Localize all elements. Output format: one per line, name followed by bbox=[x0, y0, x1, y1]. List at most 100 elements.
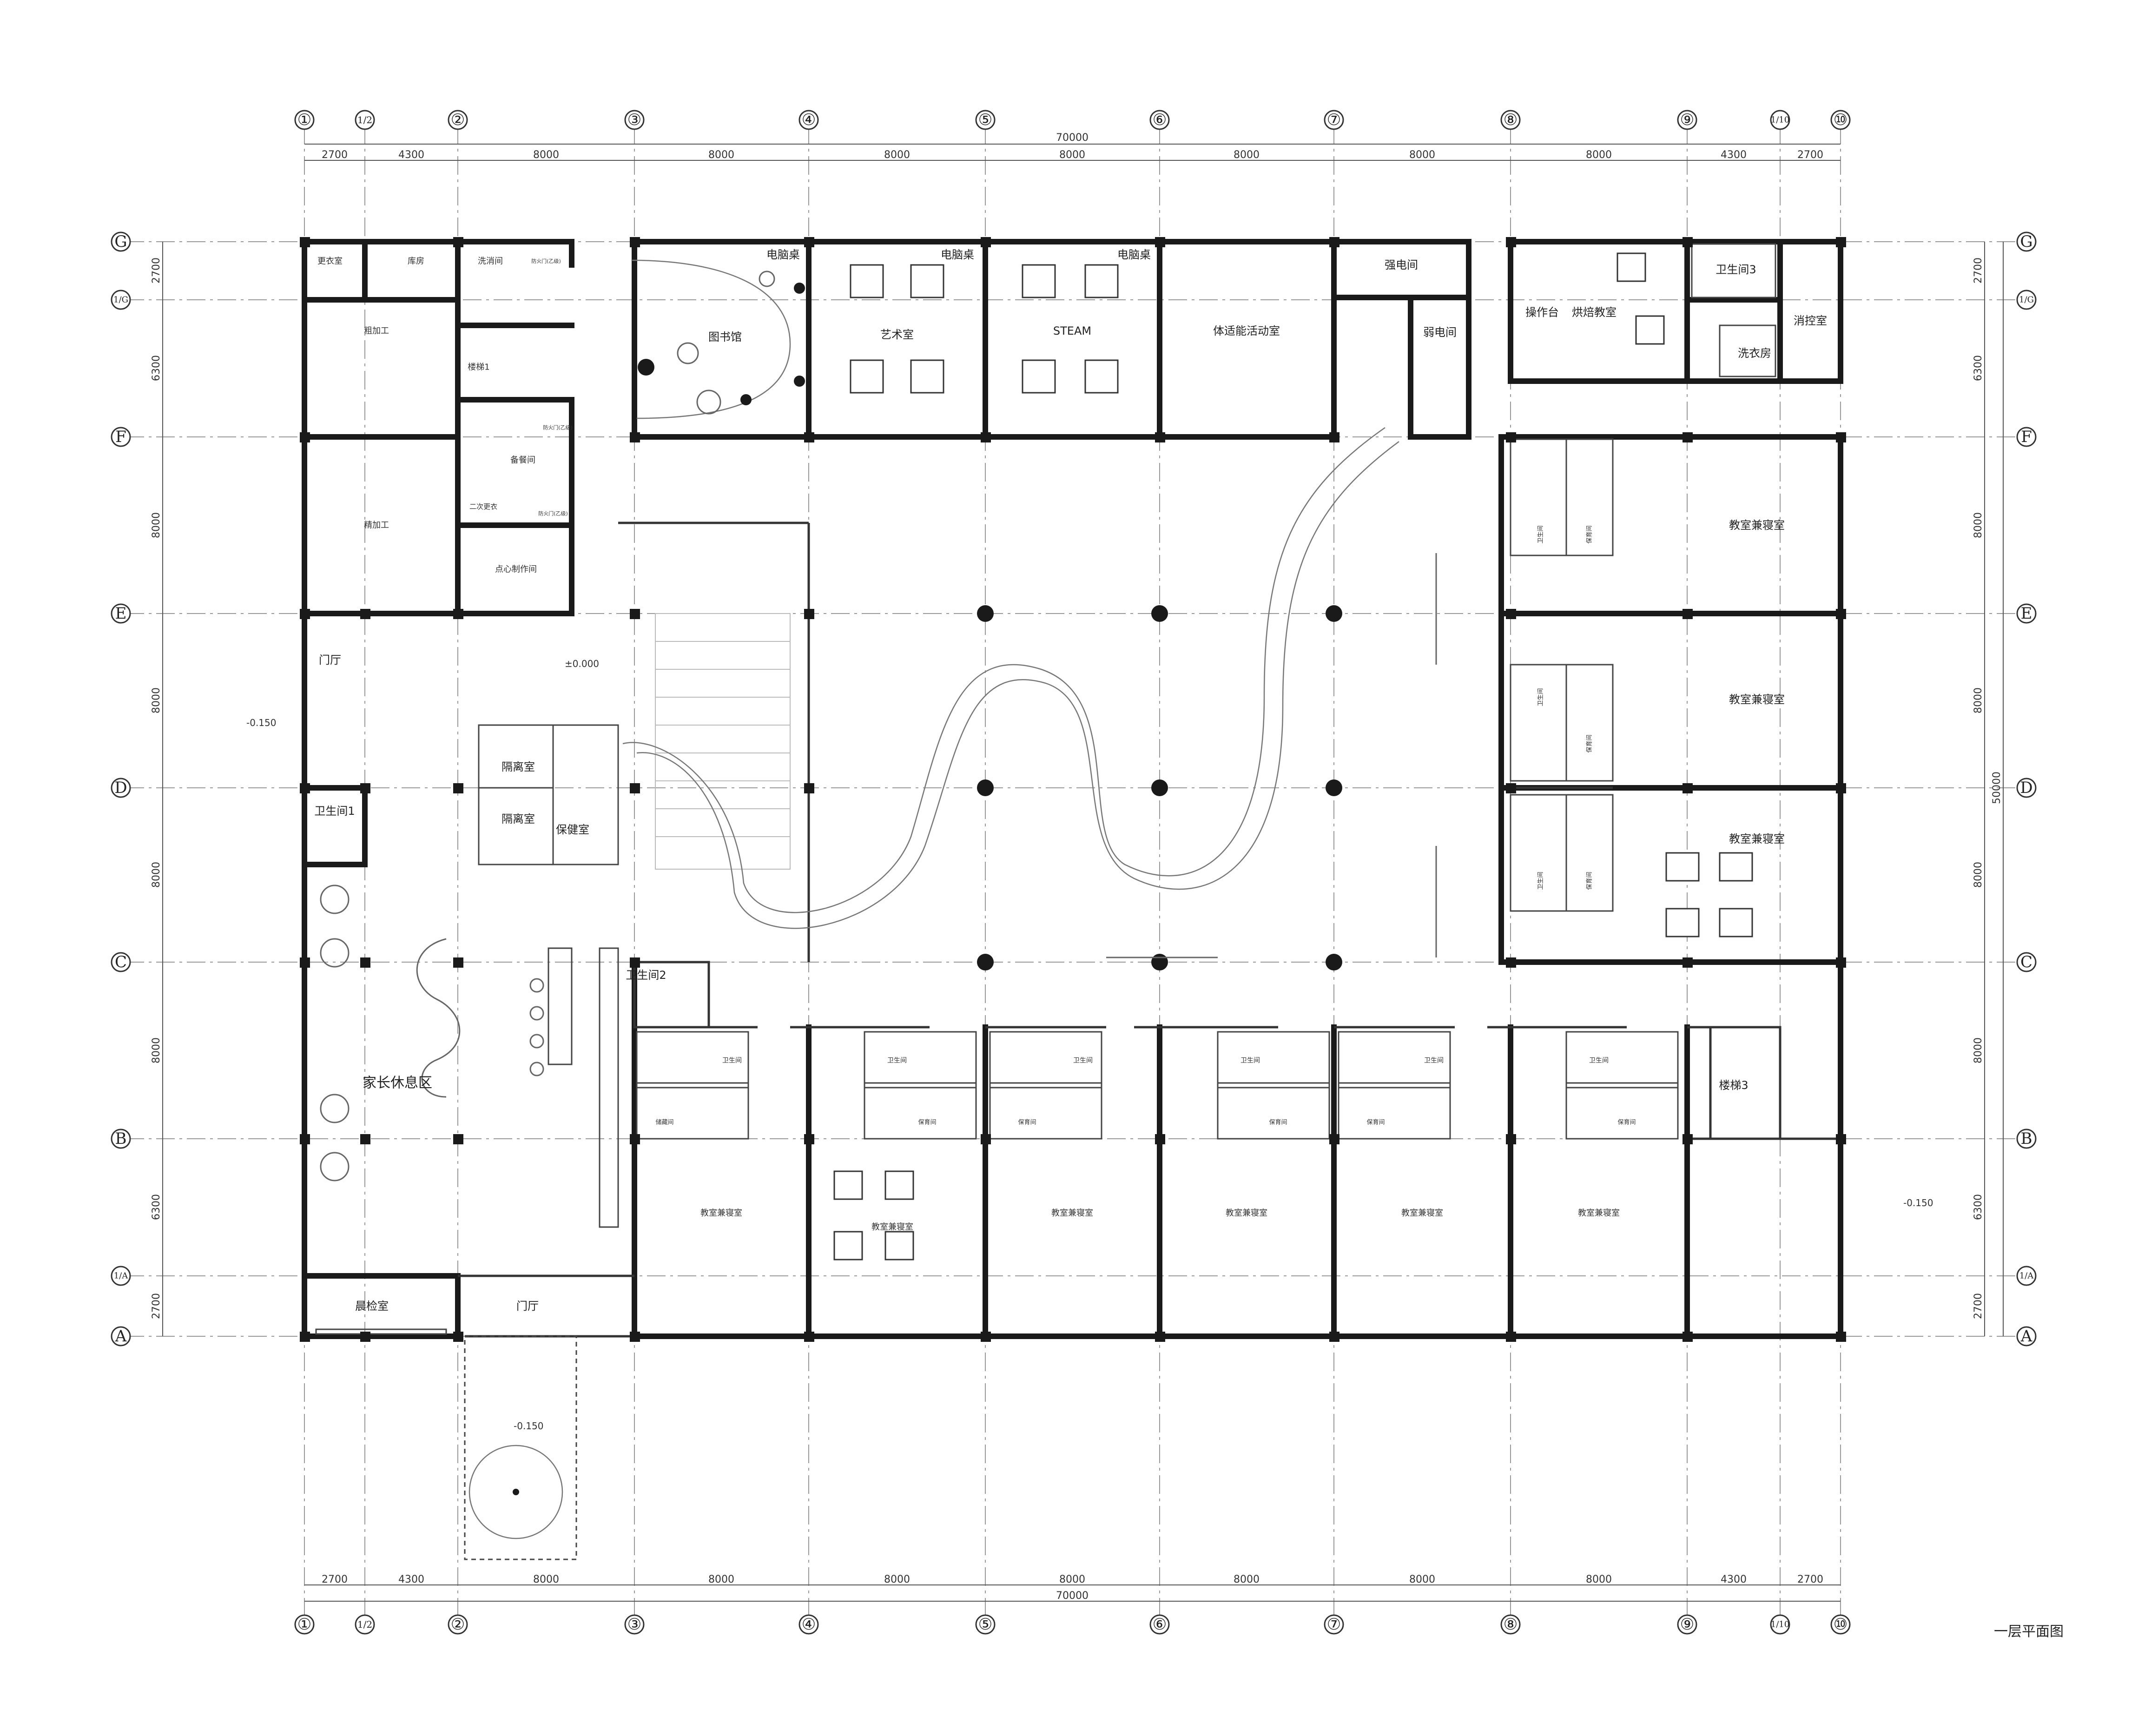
room-isolation: 隔离室 bbox=[501, 760, 535, 773]
axis-label: ⑩ bbox=[1834, 1615, 1847, 1634]
axis-label: 1/A bbox=[114, 1271, 129, 1281]
room-classroom: 教室兼寝室 bbox=[1729, 693, 1785, 706]
axis-label: ① bbox=[297, 1615, 311, 1634]
room-classroom: 教室兼寝室 bbox=[1729, 832, 1785, 845]
right-dim: 6300 bbox=[1973, 355, 1984, 381]
room-toilet: 卫生间 bbox=[1424, 1057, 1444, 1064]
level-west: -0.150 bbox=[246, 717, 276, 728]
axis-label: ⑤ bbox=[978, 111, 992, 129]
axis-label: ⑨ bbox=[1680, 111, 1694, 129]
room-nursery: 保育间 bbox=[1586, 525, 1593, 543]
room-prep: 备餐间 bbox=[510, 455, 535, 465]
room-computer: 电脑桌 bbox=[766, 248, 800, 261]
top-dim: 8000 bbox=[1409, 149, 1435, 161]
axis-label: 1/2 bbox=[357, 1619, 372, 1630]
bottom-dim: 4300 bbox=[398, 1574, 424, 1585]
room-morning-check: 晨检室 bbox=[355, 1300, 389, 1313]
room-operation: 操作台 bbox=[1525, 306, 1559, 319]
window-grids bbox=[833, 252, 1753, 1261]
axis-label: F bbox=[115, 428, 126, 446]
bottom-dim: 8000 bbox=[884, 1574, 910, 1585]
level-hall: ±0.000 bbox=[565, 658, 599, 669]
door-note: 防火门(乙级) bbox=[543, 424, 573, 431]
right-dim: 2700 bbox=[1973, 257, 1984, 284]
seating-hatch bbox=[655, 613, 791, 870]
top-dim: 4300 bbox=[398, 149, 424, 161]
left-dim: 2700 bbox=[151, 257, 162, 284]
left-dim: 8000 bbox=[151, 687, 162, 713]
axis-label: ⑦ bbox=[1327, 1615, 1341, 1634]
axis-bubbles-right: G 1/G F E D C B 1/A A bbox=[2016, 231, 2037, 1347]
room-fire-control: 消控室 bbox=[1794, 314, 1827, 327]
walls bbox=[302, 239, 1843, 1339]
top-dim: 8000 bbox=[1059, 149, 1085, 161]
room-toilet: 卫生间 bbox=[887, 1057, 907, 1064]
room-classroom: 教室兼寝室 bbox=[1051, 1208, 1093, 1218]
axis-label: ⑤ bbox=[978, 1615, 992, 1634]
axis-label: G bbox=[2020, 232, 2032, 251]
axis-bubbles-bottom: ① 1/2 ② ③ ④ ⑤ ⑥ ⑦ ⑧ ⑨ 1/10 ⑩ bbox=[294, 1614, 1851, 1635]
bottom-dim: 2700 bbox=[322, 1574, 348, 1585]
room-library: 图书馆 bbox=[708, 330, 742, 343]
library-furniture bbox=[638, 271, 805, 415]
right-dim: 8000 bbox=[1973, 512, 1984, 538]
axis-label: 1/10 bbox=[1771, 115, 1789, 125]
axis-label: ④ bbox=[802, 111, 816, 129]
axis-label: ⑥ bbox=[1153, 1615, 1167, 1634]
left-dim: 6300 bbox=[151, 355, 162, 381]
room-isolation: 隔离室 bbox=[501, 812, 535, 825]
room-toilet: 卫生间 bbox=[1589, 1057, 1609, 1064]
room-steam: STEAM bbox=[1053, 324, 1091, 337]
axis-label: ④ bbox=[802, 1615, 816, 1634]
room-toilet: 卫生间 bbox=[1537, 871, 1544, 890]
top-dim: 8000 bbox=[708, 149, 734, 161]
room-rough-process: 粗加工 bbox=[364, 326, 389, 336]
left-dim: 6300 bbox=[151, 1194, 162, 1220]
axis-label: 1/A bbox=[2019, 1271, 2034, 1281]
top-dim: 8000 bbox=[1586, 149, 1612, 161]
room-health: 保健室 bbox=[556, 823, 589, 836]
axis-bubbles-top: ① 1/2 ② ③ ④ ⑤ ⑥ ⑦ ⑧ ⑨ 1/10 ⑩ bbox=[294, 110, 1851, 130]
axis-label: ② bbox=[451, 111, 465, 129]
right-dim: 8000 bbox=[1973, 1037, 1984, 1063]
axis-label: E bbox=[115, 604, 127, 623]
axis-bubbles-left: G 1/G F E D C B 1/A A bbox=[111, 231, 131, 1347]
room-art: 艺术室 bbox=[880, 328, 914, 341]
axis-label: 1/2 bbox=[357, 114, 372, 125]
level-east: -0.150 bbox=[1903, 1197, 1933, 1208]
dimension-lines bbox=[162, 144, 2004, 1602]
room-washing: 洗消间 bbox=[478, 257, 503, 266]
room-nursery: 保育间 bbox=[1617, 1119, 1636, 1126]
axis-label: A bbox=[115, 1327, 127, 1346]
left-dim: 8000 bbox=[151, 1037, 162, 1063]
axis-label: ⑩ bbox=[1834, 111, 1847, 129]
axis-label: G bbox=[114, 232, 127, 251]
columns bbox=[300, 237, 1846, 1342]
room-classroom: 教室兼寝室 bbox=[1226, 1208, 1267, 1218]
left-dim: 2700 bbox=[151, 1293, 162, 1319]
axis-label: ③ bbox=[627, 111, 641, 129]
axis-label: ① bbox=[297, 111, 311, 129]
axis-label: ⑦ bbox=[1327, 111, 1341, 129]
room-toilet: 卫生间 bbox=[722, 1057, 742, 1064]
room-wc2: 卫生间2 bbox=[626, 969, 666, 982]
room-stair1: 楼梯1 bbox=[468, 363, 489, 372]
room-laundry: 洗衣房 bbox=[1738, 347, 1771, 360]
left-dim: 8000 bbox=[151, 512, 162, 538]
bottom-dim: 8000 bbox=[708, 1574, 734, 1585]
room-stair3: 楼梯3 bbox=[1719, 1079, 1748, 1092]
axis-label: B bbox=[2021, 1129, 2032, 1148]
right-dim: 8000 bbox=[1973, 862, 1984, 888]
top-dim: 2700 bbox=[1797, 149, 1823, 161]
round-columns bbox=[977, 553, 1437, 970]
bottom-dim: 4300 bbox=[1721, 1574, 1747, 1585]
room-nursery: 保育间 bbox=[918, 1119, 936, 1126]
right-dim: 6300 bbox=[1973, 1194, 1984, 1220]
room-wc3: 卫生间3 bbox=[1716, 263, 1756, 276]
top-dim: 8000 bbox=[884, 149, 910, 161]
top-dim: 8000 bbox=[1234, 149, 1260, 161]
axis-label: ⑧ bbox=[1504, 1615, 1518, 1634]
room-classroom: 教室兼寝室 bbox=[700, 1208, 742, 1218]
bottom-dim: 8000 bbox=[1409, 1574, 1435, 1585]
